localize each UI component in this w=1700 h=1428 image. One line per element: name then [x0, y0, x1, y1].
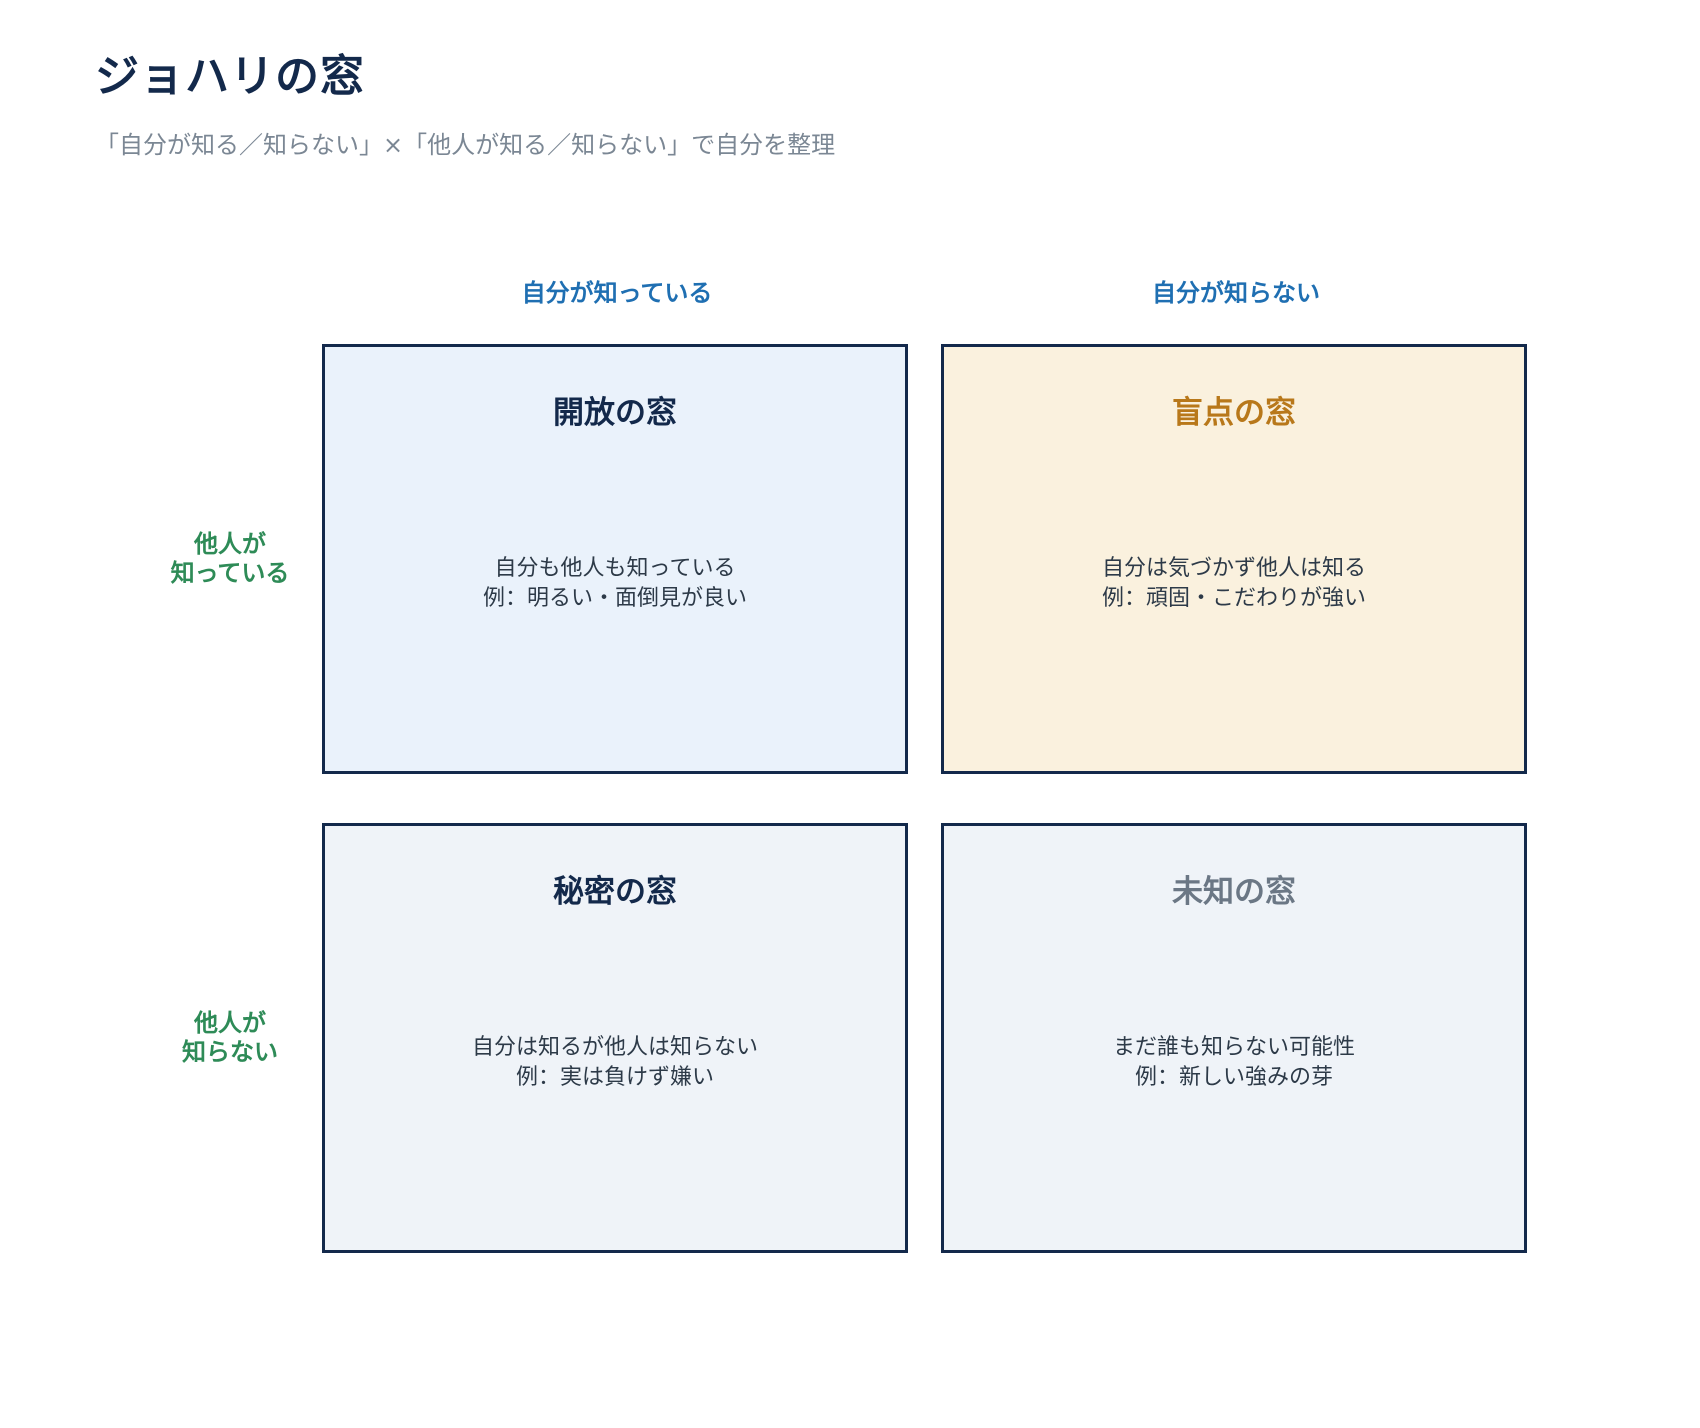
quadrant-description-line: まだ誰も知らない可能性 [1112, 1035, 1355, 1060]
row-header-line: 知っている [170, 559, 290, 587]
quadrant-unknown: 未知の窓 まだ誰も知らない可能性 例：新しい強みの芽 [941, 823, 1527, 1253]
page-title: ジョハリの窓 [95, 51, 365, 102]
quadrant-description-line: 自分は気づかず他人は知る [1101, 556, 1366, 581]
quadrant-example-line: 例：明るい・面倒見が良い [482, 586, 747, 611]
quadrant-title: 未知の窓 [1172, 874, 1296, 910]
row-header-others-not-know: 他人が 知らない [130, 1009, 330, 1067]
quadrant-title: 秘密の窓 [553, 874, 677, 910]
quadrant-description-line: 自分も他人も知っている [494, 556, 736, 581]
quadrant-example-line: 例：頑固・こだわりが強い [1101, 586, 1366, 611]
quadrant-title: 盲点の窓 [1172, 395, 1296, 431]
quadrant-description-line: 自分は知るが他人は知らない [471, 1035, 758, 1060]
row-header-line: 知らない [182, 1038, 278, 1066]
quadrant-description: まだ誰も知らない可能性 例：新しい強みの芽 [944, 1033, 1524, 1093]
quadrant-description: 自分は知るが他人は知らない 例：実は負けず嫌い [325, 1033, 905, 1093]
quadrant-example-line: 例：実は負けず嫌い [515, 1065, 714, 1090]
quadrant-title: 開放の窓 [553, 395, 677, 431]
column-header-self-knows: 自分が知っている [521, 279, 713, 307]
quadrant-example-line: 例：新しい強みの芽 [1134, 1065, 1333, 1090]
quadrant-open: 開放の窓 自分も他人も知っている 例：明るい・面倒見が良い [322, 344, 908, 774]
quadrant-blind: 盲点の窓 自分は気づかず他人は知る 例：頑固・こだわりが強い [941, 344, 1527, 774]
row-header-others-know: 他人が 知っている [130, 530, 330, 588]
row-header-line: 他人が [194, 530, 266, 558]
quadrant-hidden: 秘密の窓 自分は知るが他人は知らない 例：実は負けず嫌い [322, 823, 908, 1253]
column-header-self-not-knows: 自分が知らない [1152, 279, 1320, 307]
page-subtitle: 「自分が知る／知らない」×「他人が知る／知らない」で自分を整理 [95, 131, 836, 159]
row-header-line: 他人が [194, 1009, 266, 1037]
quadrant-description: 自分も他人も知っている 例：明るい・面倒見が良い [325, 554, 905, 614]
quadrant-description: 自分は気づかず他人は知る 例：頑固・こだわりが強い [944, 554, 1524, 614]
